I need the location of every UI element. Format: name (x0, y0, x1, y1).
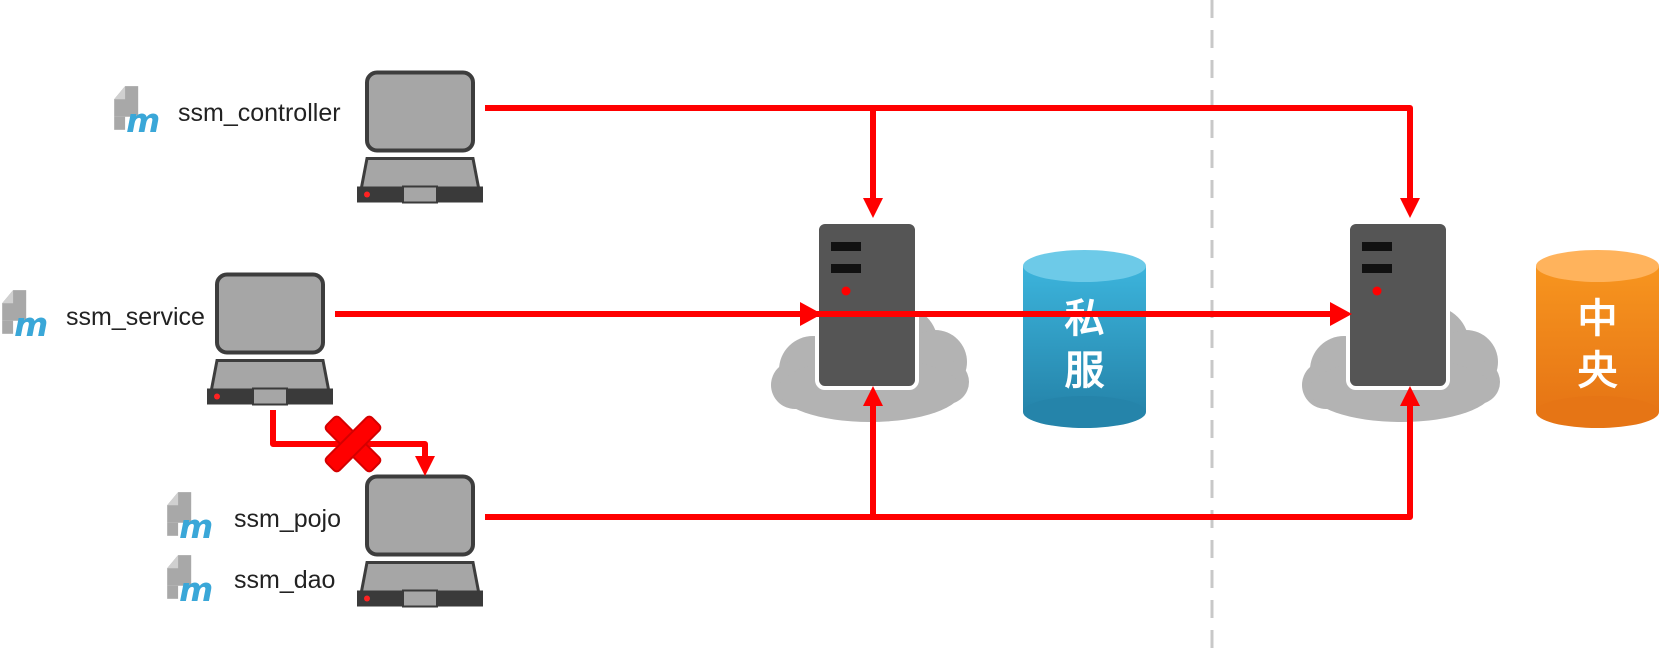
private-repo-label-2: 服 (1065, 348, 1105, 394)
pojo-maven-icon (167, 492, 213, 538)
central-repository-db-icon: 中 央 (1536, 250, 1659, 428)
arrowhead-private-top (863, 198, 883, 218)
pojo-dao-laptop-icon (357, 477, 483, 607)
service-laptop-icon (207, 275, 333, 405)
blocked-cross-icon (324, 415, 382, 473)
arrowhead-private-mid (800, 302, 822, 326)
central-repo-label-2: 央 (1578, 348, 1619, 394)
private-repo-label-1: 私 (1065, 296, 1105, 342)
service-module-label: ssm_service (66, 303, 205, 331)
controller-to-repos-line (485, 105, 1413, 205)
private-repository-db-icon: 私 服 (1023, 250, 1146, 428)
pojo-module-label: ssm_pojo (234, 505, 341, 533)
arrowhead-central-top (1400, 198, 1420, 218)
controller-module-label: ssm_controller (178, 99, 341, 127)
arrowhead-central-mid (1330, 302, 1352, 326)
central-repo-label-1: 中 (1578, 296, 1618, 342)
pojo-to-repos-line (485, 400, 1413, 520)
arrowhead-private-bottom (863, 386, 883, 406)
controller-laptop-icon (357, 73, 483, 203)
arrowhead-pojo (415, 456, 435, 476)
controller-maven-icon (114, 86, 160, 132)
service-maven-icon (2, 290, 48, 336)
arrowhead-central-bottom (1400, 386, 1420, 406)
dao-module-label: ssm_dao (234, 566, 335, 594)
dao-maven-icon (167, 555, 213, 601)
